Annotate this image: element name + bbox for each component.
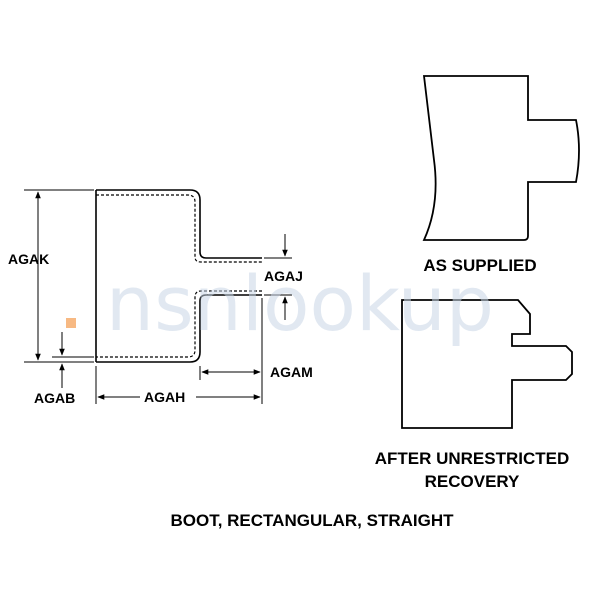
watermark-dot — [66, 318, 76, 328]
dim-label-agak: AGAK — [8, 251, 49, 267]
figure-caption: BOOT, RECTANGULAR, STRAIGHT — [170, 511, 454, 530]
boot-after-recovery-outline — [401, 299, 573, 429]
boot-as-supplied-outline — [422, 75, 580, 241]
view-label-after-recovery-line2: RECOVERY — [425, 472, 520, 491]
dim-label-agah: AGAH — [144, 389, 185, 405]
dim-label-agab: AGAB — [34, 390, 75, 406]
watermark-text: nsnlookup — [106, 259, 494, 348]
dim-label-agaj: AGAJ — [264, 268, 303, 284]
view-label-as-supplied: AS SUPPLIED — [423, 256, 536, 275]
boot-cross-section — [95, 189, 262, 363]
dimension-lines — [24, 189, 292, 404]
dim-label-agam: AGAM — [270, 364, 313, 380]
view-label-after-recovery-line1: AFTER UNRESTRICTED — [375, 449, 570, 468]
